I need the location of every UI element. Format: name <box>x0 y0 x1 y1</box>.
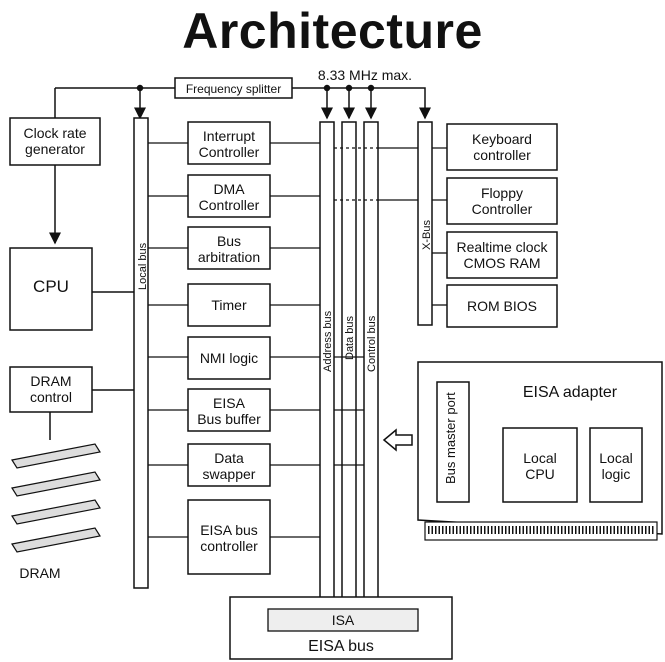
dram-modules <box>11 443 101 553</box>
timer-box <box>187 283 271 327</box>
keyboard-controller-box <box>446 123 558 171</box>
control-bus-label: Control bus <box>366 315 378 372</box>
dram-control-box <box>9 366 93 413</box>
nmi-logic-box <box>187 336 271 380</box>
frequency-splitter-box <box>174 77 293 99</box>
data-bus <box>341 121 357 601</box>
isa-label: ISA <box>331 612 355 628</box>
frequency-label: 8.33 MHz max. <box>317 67 413 83</box>
x-bus <box>417 121 433 326</box>
x-bus-label: X-Bus <box>421 220 433 250</box>
realtime-clock-box <box>446 231 558 279</box>
eisa-bus-label: EISA bus <box>308 638 374 655</box>
cpu-label: CPU <box>33 277 69 296</box>
rom-bios-box <box>446 284 558 328</box>
bus-arbitration-box <box>187 226 271 270</box>
center-blocks <box>187 121 271 575</box>
eisa-adapter-card <box>417 361 663 541</box>
right-blocks <box>446 123 558 328</box>
local-bus <box>133 117 149 589</box>
rom-bios-label: ROM BIOS <box>466 298 537 314</box>
clock-rate-generator-box <box>9 117 101 166</box>
bus-master-port-box <box>436 381 470 503</box>
nmi-logic-label: NMI logic <box>199 350 259 366</box>
eisa-bus-controller-box <box>187 499 271 575</box>
isa-box <box>267 608 419 632</box>
page-title: Architecture <box>182 3 483 59</box>
local-bus-label: Local bus <box>137 242 149 290</box>
floppy-controller-box <box>446 177 558 225</box>
bus-master-port-label: Bus master port <box>443 392 458 484</box>
data-swapper-box <box>187 443 271 487</box>
cpu-box <box>9 247 93 331</box>
adapter-arrow-icon <box>382 428 413 452</box>
top-wiring <box>49 84 431 245</box>
connector-lines <box>148 142 447 538</box>
frequency-splitter-label: Frequency splitter <box>185 82 282 96</box>
address-bus-label: Address bus <box>322 310 334 372</box>
local-logic-box <box>589 427 643 503</box>
timer-label: Timer <box>211 297 247 313</box>
dma-controller-box <box>187 174 271 218</box>
eisa-adapter-title: EISA adapter <box>522 384 618 401</box>
data-bus-label: Data bus <box>344 315 356 360</box>
dram-label: DRAM <box>19 565 61 581</box>
eisa-bus-buffer-box <box>187 388 271 432</box>
local-cpu-box <box>502 427 578 503</box>
interrupt-controller-box <box>187 121 271 165</box>
